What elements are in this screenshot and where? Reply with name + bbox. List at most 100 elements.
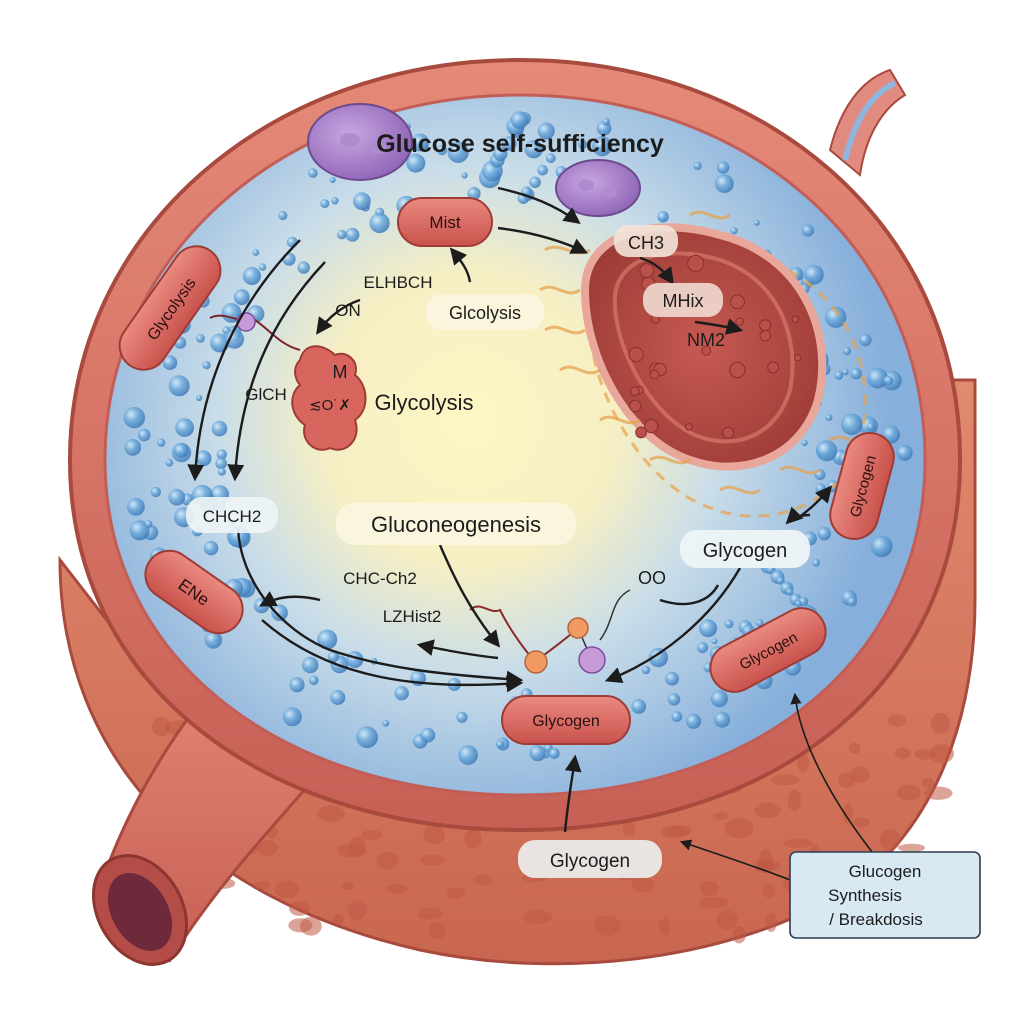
tissue-spot [754,858,775,874]
vesicle-bubble [711,638,718,645]
vesicle-bubble [411,133,430,152]
mito-granule [759,319,772,332]
tissue-spot [771,774,800,786]
vesicle-bubble [602,117,610,126]
vesicle-bubble [699,619,718,638]
mito-granule [629,399,642,413]
mito-granule [639,263,655,278]
enzyme-blob: M ≲O˙✗ [291,345,367,451]
tissue-spot [594,915,622,936]
organelle-mist-label: Mist [429,213,460,232]
molecule-chain-bottom [469,589,631,674]
tissue-spot [783,838,813,848]
tissue-spot [419,854,445,866]
vesicle-bubble [221,302,242,323]
vesicle-bubble [282,252,296,266]
tissue-spot [341,881,354,891]
vesicle-bubble [320,199,330,209]
vesicle-bubble [456,711,468,723]
vesicle-bubble [671,711,683,722]
label-glcolysis: Glcolysis [449,303,521,323]
vesicle-bubble [524,139,543,159]
purple-vesicle-top [307,103,413,181]
label-oo: OO [638,568,666,588]
mito-nm2-label: NM2 [687,330,725,350]
mito-granule [722,426,735,439]
vesicle-bubble [776,576,785,585]
organelle-glycogen-bottom-label: Glycogen [532,713,600,730]
tissue-spot [699,880,720,896]
vesicle-bubble [406,153,426,173]
tissue-spot [848,743,861,754]
vesicle-bubble [859,333,872,347]
vesicle-bubble [716,161,730,174]
enzyme-blob-o: ≲O˙✗ [309,397,351,414]
vesicle-bubble [204,631,223,649]
mito-mhix-label: MHix [663,291,704,311]
vesicle-bubble [278,210,288,221]
tissue-spot [464,828,482,849]
mito-granule [794,354,802,362]
tissue-spot [288,918,313,933]
vesicle-bubble [150,486,161,498]
tissue-spot [658,918,671,935]
vesicle-bubble [842,368,849,376]
organelle-glycogen-right: Glycogen [709,607,827,693]
vesicle-bubble [356,726,378,749]
vesicle-bubble [345,227,360,242]
tissue-spot [797,753,809,773]
tissue-spot [787,789,802,812]
mito-granule [635,426,647,439]
vesicle-bubble [196,334,205,343]
tissue-spot [349,836,366,857]
vesicle-bubble [657,211,669,223]
vesicle-bubble [815,483,826,494]
vesicle-bubble [786,588,794,596]
vesicle-bubble [382,719,390,727]
vesicle-bubble [195,450,212,467]
vesicle-bubble [252,249,260,256]
vesicle-bubble [537,122,555,140]
tissue-spot [888,714,907,727]
tissue-spot [289,900,310,916]
vesicle-bubble [123,406,145,429]
vesicle-bubble [168,488,186,506]
vesicle-bubble [331,197,339,205]
tissue-spot [924,786,953,800]
vesicle-bubble [641,665,651,675]
tissue-spot [386,883,408,894]
vesicle-bubble [282,707,302,727]
vesicle-bubble [825,306,847,328]
tissue-spot [376,851,399,870]
vesicle-bubble [271,604,288,621]
vesicle-bubble [124,439,142,456]
vesicle-bubble [648,647,669,668]
vesicle-bubble [175,418,195,437]
vesicle-bubble [817,526,831,541]
mito-granule [735,317,744,326]
callout-line3: / Breakdosis [829,910,923,929]
vesicle-bubble [165,458,174,467]
vesicle-bubble [216,449,227,460]
tissue-spot [896,784,921,801]
label-gluconeogenesis: Gluconeogenesis [371,512,541,537]
organelle-ene: ENe [144,549,244,635]
mito-ch3-label: CH3 [628,233,664,253]
tissue-spot [622,821,636,836]
vesicle-bubble [667,693,681,706]
tissue-spot [724,818,754,839]
vesicle-bubble [548,748,560,759]
vesicle-bubble [883,375,894,386]
mito-granule [685,423,693,431]
vesicle-bubble [501,136,517,152]
mito-granule [791,315,799,323]
label-glycogen-below: Glycogen [550,851,630,872]
vesicle-bubble [665,671,679,686]
vesicle-bubble [461,172,468,179]
vesicle-bubble [697,642,709,654]
vesicle-bubble [825,414,833,421]
vesicle-bubble [394,686,409,701]
vesicle-bubble [203,540,219,556]
vesicle-bubble [685,713,702,729]
label-glycogen-mid-right: Glycogen [703,540,788,562]
